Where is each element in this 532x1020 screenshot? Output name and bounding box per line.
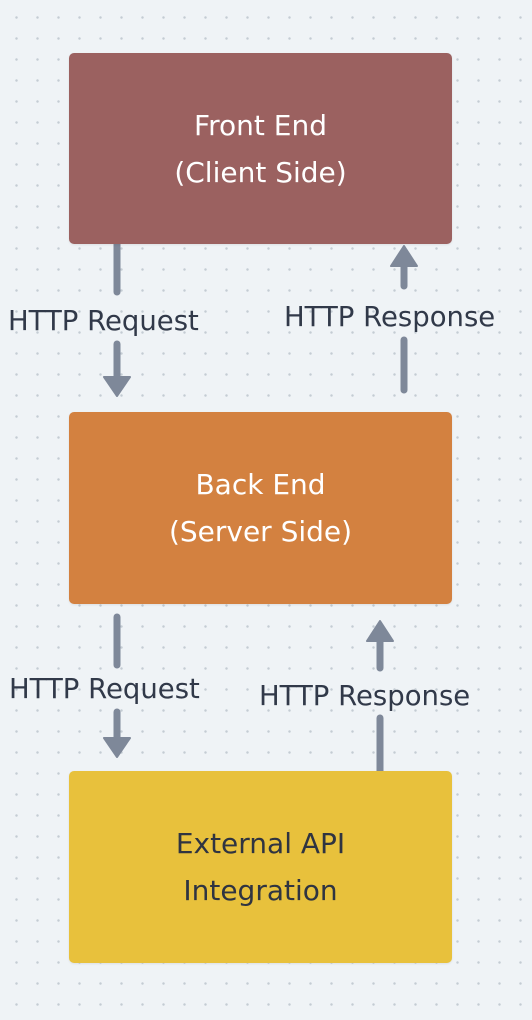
front-end-subtitle: (Client Side) bbox=[174, 155, 347, 189]
front-end-node: Front End (Client Side) bbox=[69, 53, 452, 244]
request-arrow-back-to-api bbox=[103, 613, 131, 758]
http-request-label-2: HTTP Request bbox=[9, 673, 200, 705]
external-api-subtitle: Integration bbox=[183, 874, 338, 907]
http-response-label-1: HTTP Response bbox=[284, 301, 496, 333]
front-end-title: Front End bbox=[194, 108, 327, 142]
response-arrow-api-to-back bbox=[366, 620, 394, 777]
http-request-label-1: HTTP Request bbox=[8, 305, 199, 337]
response-arrow-back-to-front bbox=[390, 245, 418, 394]
http-response-label-2: HTTP Response bbox=[259, 680, 471, 712]
back-end-subtitle: (Server Side) bbox=[168, 515, 353, 548]
back-end-node: Back End (Server Side) bbox=[69, 412, 452, 604]
external-api-title: External API bbox=[175, 827, 346, 860]
back-end-title: Back End bbox=[195, 468, 326, 501]
request-arrow-front-to-back bbox=[103, 238, 131, 397]
external-api-node: External API Integration bbox=[69, 771, 452, 963]
